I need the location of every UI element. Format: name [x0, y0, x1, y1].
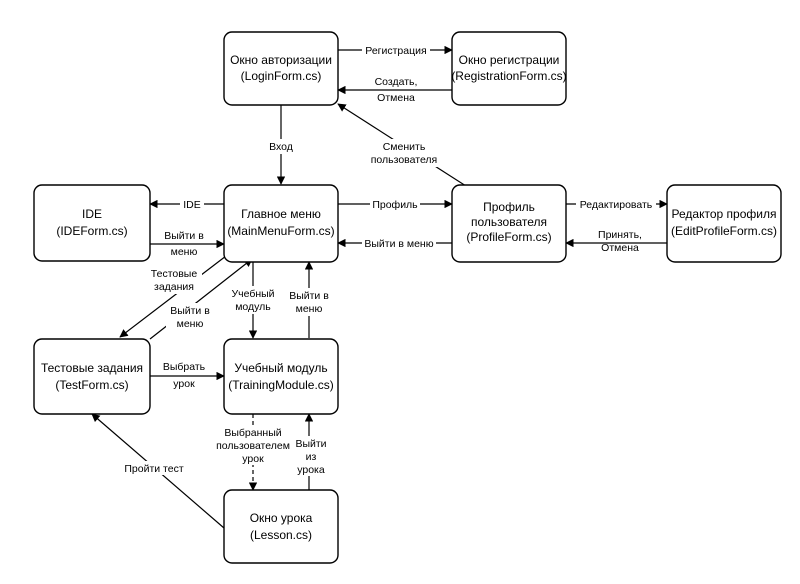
edge-label-lesson-to-training-3: урока	[297, 464, 325, 476]
edge-label-main-to-tests-2: задания	[154, 281, 194, 293]
edge-label-main-to-tests-1: Тестовые	[151, 268, 198, 280]
node-profile-form-title-1: Профиль	[483, 200, 535, 214]
node-test-form: Тестовые задания (TestForm.cs)	[33, 338, 151, 415]
node-training-module-file: (TrainingModule.cs)	[228, 378, 334, 392]
edge-label-training-to-lesson-3: урок	[242, 453, 264, 465]
node-login-form: Окно авторизации (LoginForm.cs)	[223, 31, 339, 106]
edge-label-lesson-to-training-1: Выйти	[295, 438, 326, 450]
edge-label-training-to-main-2: меню	[296, 303, 323, 315]
edge-label-profile-to-main: Выйти в меню	[364, 238, 433, 250]
edge-main-to-tests	[119, 255, 227, 338]
edge-label-login-to-registration: Регистрация	[365, 45, 426, 57]
node-test-form-file: (TestForm.cs)	[55, 378, 128, 392]
node-login-form-file: (LoginForm.cs)	[241, 69, 322, 83]
edge-label-training-to-lesson-1: Выбранный	[224, 427, 281, 439]
edge-label-registration-to-login-2: Отмена	[377, 92, 415, 104]
node-profile-form-title-2: пользователя	[471, 215, 547, 229]
edge-label-lesson-to-tests: Пройти тест	[124, 463, 183, 475]
node-registration-form: Окно регистрации (RegistrationForm.cs)	[451, 31, 567, 106]
node-main-menu-form-title: Главное меню	[241, 207, 321, 221]
node-registration-form-title: Окно регистрации	[459, 53, 560, 67]
node-login-form-title: Окно авторизации	[230, 53, 332, 67]
node-lesson: Окно урока (Lesson.cs)	[223, 489, 339, 564]
node-test-form-title: Тестовые задания	[41, 361, 143, 375]
edge-label-ide-to-main-2: меню	[171, 246, 198, 258]
edge-label-profile-to-login-2: пользователя	[371, 154, 438, 166]
node-ide-form-file: (IDEForm.cs)	[56, 224, 127, 238]
edge-label-login-to-main: Вход	[269, 141, 293, 153]
node-main-menu-form-file: (MainMenuForm.cs)	[227, 224, 334, 238]
edge-label-main-to-ide: IDE	[183, 199, 201, 211]
edge-label-main-to-training-2: модуль	[235, 301, 271, 313]
edge-label-edit-to-profile-2: Отмена	[601, 242, 639, 254]
edge-label-lesson-to-training-2: из	[306, 451, 317, 463]
node-lesson-file: (Lesson.cs)	[250, 528, 312, 542]
edge-label-ide-to-main-1: Выйти в	[164, 230, 204, 242]
node-edit-profile-form-title: Редактор профиля	[672, 207, 777, 221]
node-profile-form-file: (ProfileForm.cs)	[466, 230, 551, 244]
node-training-module-title: Учебный модуль	[234, 361, 327, 375]
edge-label-main-to-profile: Профиль	[372, 199, 418, 211]
edge-label-training-to-lesson-2: пользователем	[216, 440, 290, 452]
edge-label-tests-to-training-1: Выбрать	[163, 361, 206, 373]
node-profile-form: Профиль пользователя (ProfileForm.cs)	[451, 184, 567, 263]
edge-label-profile-to-edit: Редактировать	[580, 199, 653, 211]
edge-label-tests-to-main-1: Выйти в	[170, 305, 210, 317]
node-edit-profile-form: Редактор профиля (EditProfileForm.cs)	[666, 184, 782, 263]
edge-label-profile-to-login-1: Сменить	[383, 141, 426, 153]
edge-label-tests-to-main-2: меню	[177, 318, 204, 330]
edge-label-registration-to-login-1: Создать,	[375, 76, 418, 88]
node-ide-form-title: IDE	[82, 207, 102, 221]
node-registration-form-file: (RegistrationForm.cs)	[451, 69, 566, 83]
edge-labels: Регистрация Создать, Отмена Вход Сменить…	[122, 43, 656, 476]
node-edit-profile-form-file: (EditProfileForm.cs)	[671, 224, 777, 238]
node-ide-form: IDE (IDEForm.cs)	[33, 184, 151, 262]
edge-label-main-to-training-1: Учебный	[231, 288, 274, 300]
edge-label-training-to-main-1: Выйти в	[289, 290, 329, 302]
edge-label-tests-to-training-2: урок	[173, 378, 195, 390]
node-main-menu-form: Главное меню (MainMenuForm.cs)	[223, 184, 339, 263]
node-lesson-title: Окно урока	[250, 511, 313, 525]
node-training-module: Учебный модуль (TrainingModule.cs)	[223, 338, 339, 415]
edge-label-edit-to-profile-1: Принять,	[598, 229, 642, 241]
